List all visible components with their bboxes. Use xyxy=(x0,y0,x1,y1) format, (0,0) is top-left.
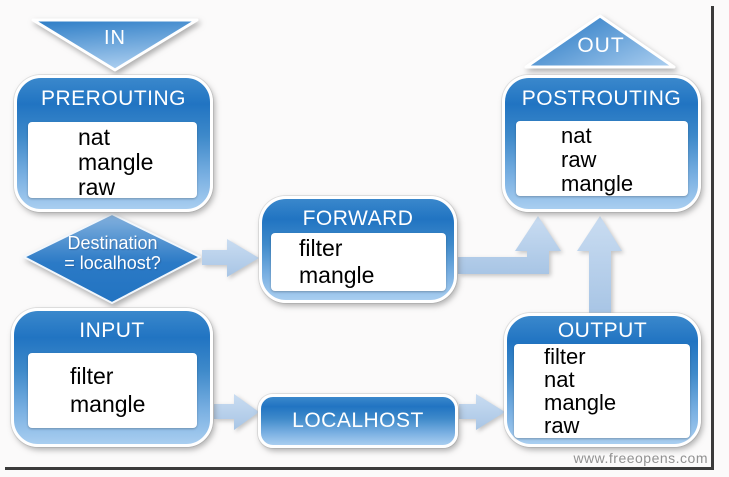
chain-input-title: INPUT xyxy=(79,319,145,342)
table-row: nat xyxy=(561,123,592,148)
table-row: raw xyxy=(544,413,580,438)
chain-forward-title: FORWARD xyxy=(302,207,414,230)
chain-output-title: OUTPUT xyxy=(557,319,648,342)
chain-forward: FORWARD filter mangle xyxy=(259,196,457,303)
decision-line-1: Destination xyxy=(67,233,158,253)
arrow-forward-to-postrouting-icon xyxy=(458,216,561,274)
arrow-output-to-postrouting-icon xyxy=(577,216,622,313)
out-label: OUT xyxy=(577,34,625,57)
table-row: mangle xyxy=(70,391,146,417)
table-row: mangle xyxy=(299,262,375,288)
chain-postrouting-tables: nat raw mangle xyxy=(516,121,688,196)
table-row: filter xyxy=(299,235,343,261)
table-row: nat xyxy=(544,367,575,392)
table-row: mangle xyxy=(78,149,154,175)
arrow-decision-to-forward-icon xyxy=(202,239,259,277)
chain-forward-tables: filter mangle xyxy=(271,233,446,291)
arrow-localhost-to-output-icon xyxy=(459,394,505,430)
table-row: raw xyxy=(561,147,597,172)
decision-label: Destination = localhost? xyxy=(34,233,191,273)
table-row: nat xyxy=(78,124,110,150)
decision-line-2: = localhost? xyxy=(64,253,161,273)
chain-prerouting-title: PREROUTING xyxy=(40,87,186,110)
in-label: IN xyxy=(104,27,126,49)
table-row: mangle xyxy=(561,171,634,196)
frame-border-bottom xyxy=(5,467,714,470)
chain-postrouting-title: POSTROUTING xyxy=(521,87,682,110)
in-down-triangle-icon xyxy=(31,18,199,72)
frame-border-right xyxy=(711,6,714,469)
arrow-input-to-localhost-icon xyxy=(214,394,259,430)
watermark: www.freeopens.com xyxy=(573,450,708,466)
chain-output: OUTPUT filter nat mangle raw xyxy=(504,313,701,447)
table-row: raw xyxy=(78,174,116,200)
chain-localhost-title: LOCALHOST xyxy=(292,409,424,432)
decision-diamond xyxy=(23,213,201,304)
chain-output-tables: filter nat mangle raw xyxy=(514,344,690,438)
chain-postrouting: POSTROUTING nat raw mangle xyxy=(502,75,701,212)
out-up-triangle-icon xyxy=(524,14,676,69)
chain-input: INPUT filter mangle xyxy=(11,308,213,447)
table-row: filter xyxy=(544,344,586,369)
chain-input-tables: filter mangle xyxy=(28,353,197,428)
chain-prerouting: PREROUTING nat mangle raw xyxy=(14,75,213,212)
table-row: mangle xyxy=(544,390,617,415)
chain-localhost: LOCALHOST xyxy=(258,394,458,448)
chain-prerouting-tables: nat mangle raw xyxy=(28,122,197,200)
table-row: filter xyxy=(70,363,114,389)
